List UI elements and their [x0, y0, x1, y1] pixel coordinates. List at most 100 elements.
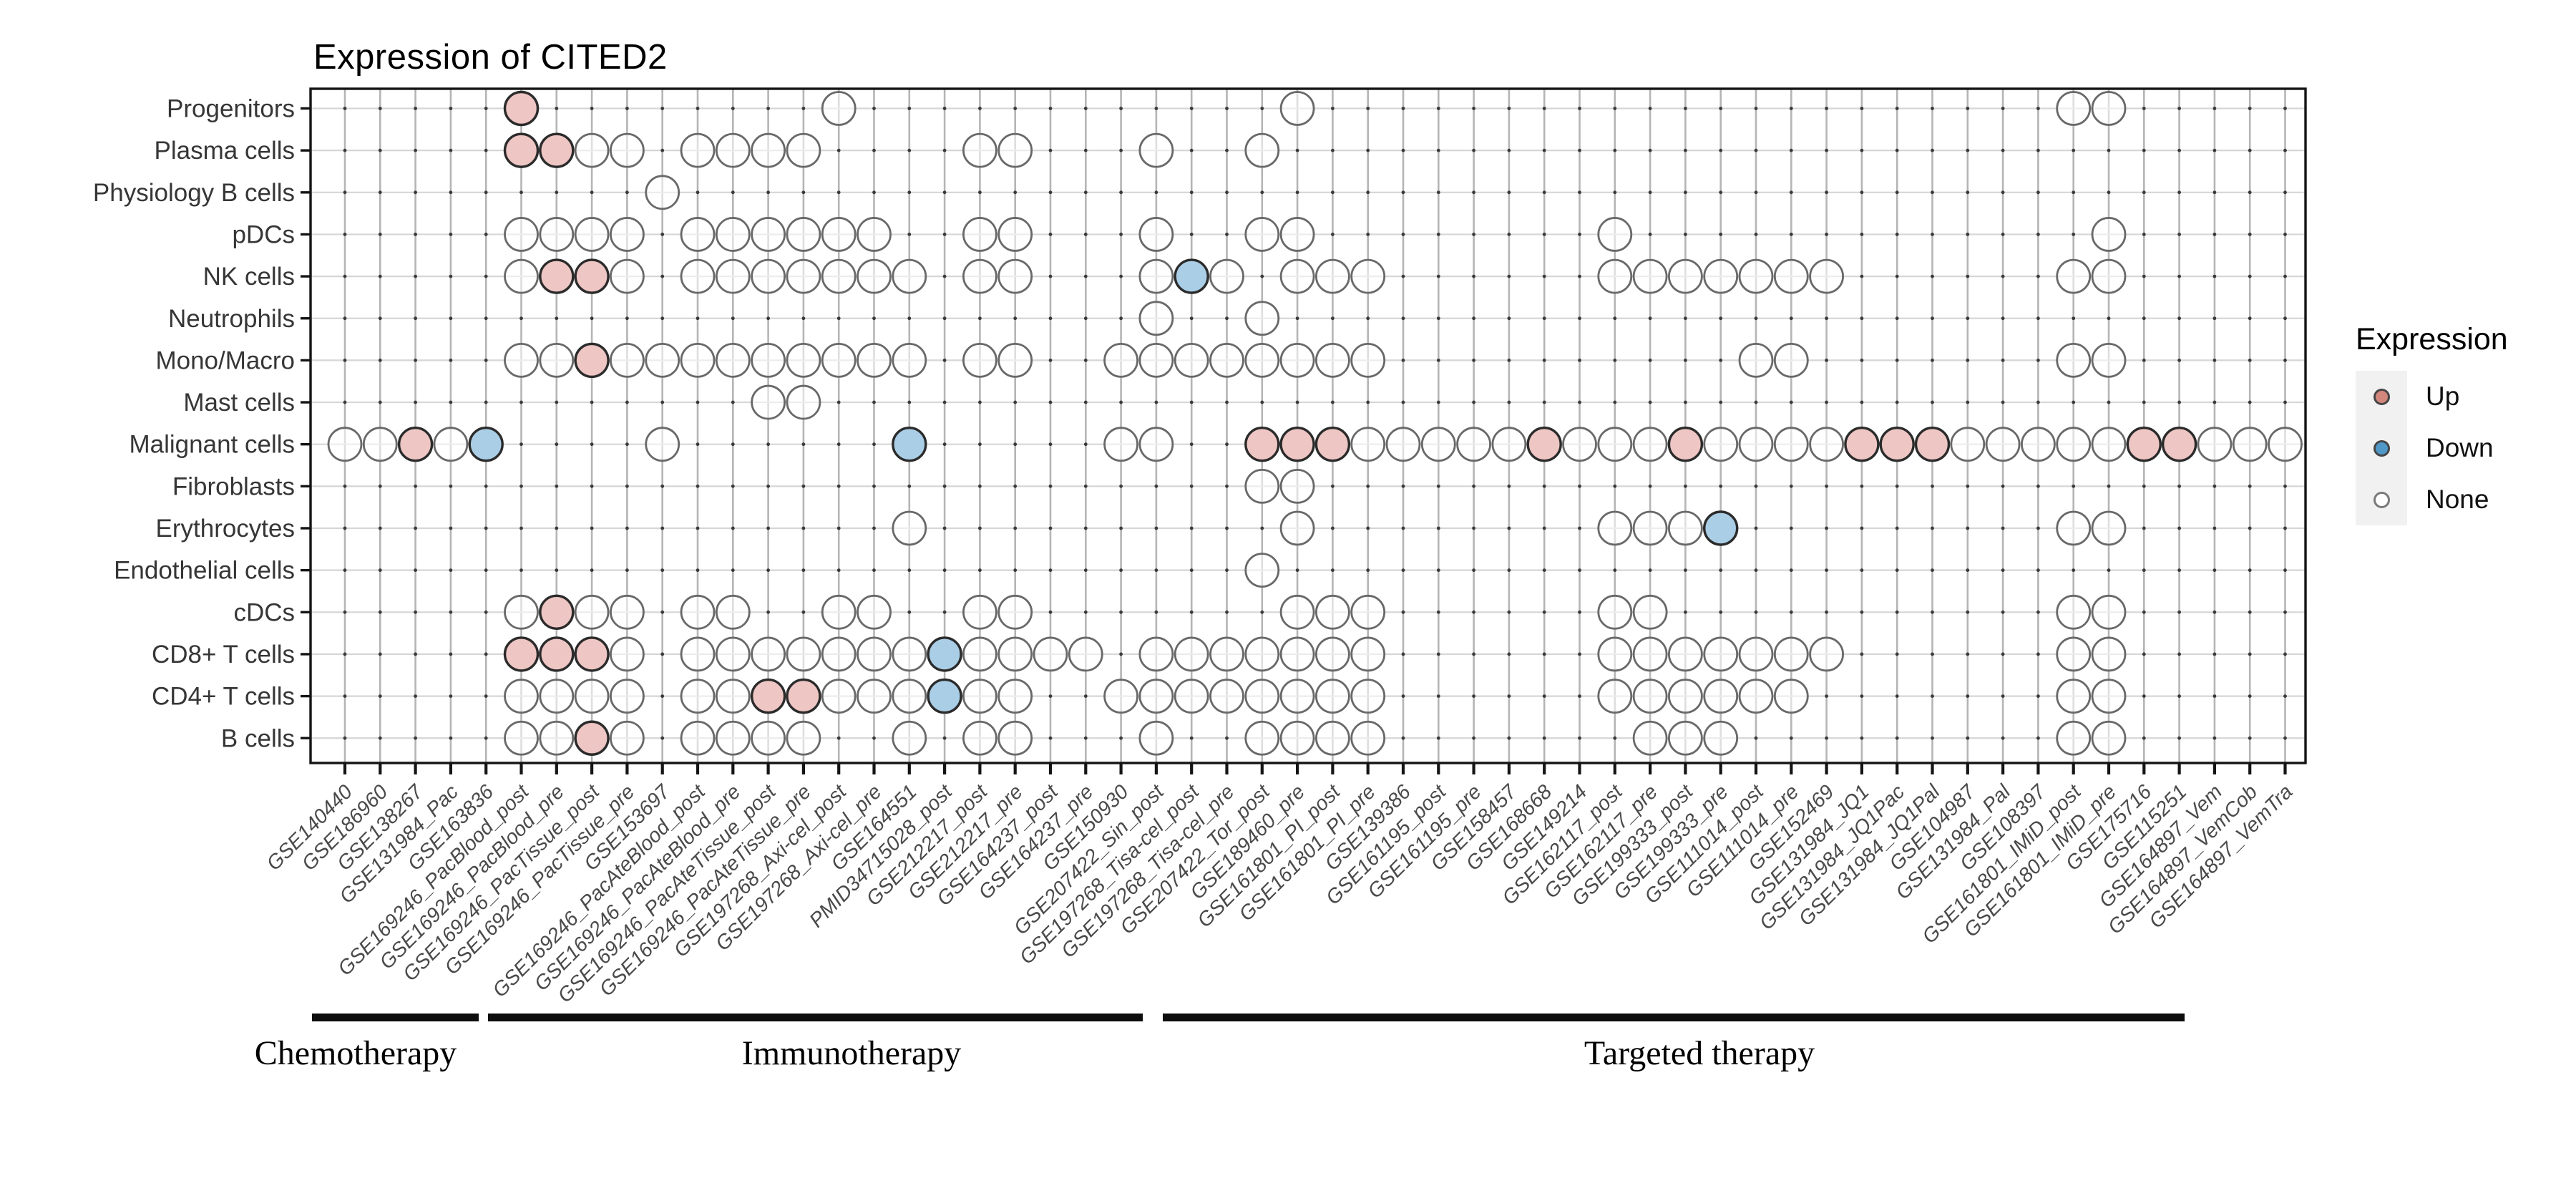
grid-point — [1719, 107, 1723, 110]
grid-point — [414, 233, 417, 236]
grid-point — [1684, 190, 1687, 195]
grid-point — [1260, 526, 1264, 530]
grid-point — [1154, 400, 1158, 404]
grid-point — [414, 610, 417, 614]
grid-point — [1719, 190, 1723, 195]
grid-point — [590, 568, 594, 573]
expression-dot-none — [1244, 468, 1280, 504]
expression-dot-up — [539, 258, 575, 294]
panel-border — [309, 87, 2307, 764]
y-axis-label: Endothelial cells — [114, 557, 295, 585]
expression-dot-none — [362, 427, 398, 462]
grid-point — [1719, 233, 1723, 236]
grid-point — [625, 190, 629, 195]
grid-point — [1225, 610, 1229, 614]
grid-point — [1578, 526, 1581, 530]
grid-point — [1472, 526, 1476, 530]
grid-point — [872, 316, 876, 321]
expression-dot-none — [2091, 342, 2127, 378]
grid-point — [1542, 484, 1546, 488]
expression-dot-up — [539, 594, 575, 630]
grid-point — [343, 233, 347, 236]
grid-point — [1648, 148, 1652, 152]
grid-point — [1472, 190, 1476, 195]
grid-point — [872, 190, 876, 195]
expression-dot-none — [1667, 720, 1703, 756]
grid-point — [1048, 526, 1053, 530]
grid-point — [1048, 484, 1053, 488]
grid-point — [2283, 316, 2287, 321]
grid-point — [414, 694, 417, 698]
grid-point — [1613, 316, 1617, 321]
grid-point — [2212, 316, 2217, 321]
grid-point — [414, 359, 417, 362]
grid-point — [2142, 736, 2146, 740]
grid-point — [1331, 190, 1335, 195]
grid-point — [1189, 148, 1194, 152]
expression-dot-none — [1703, 636, 1739, 672]
grid-point — [625, 107, 629, 110]
grid-point — [1083, 107, 1088, 110]
legend-label-down: Down — [2426, 433, 2494, 462]
grid-point — [2212, 652, 2217, 656]
grid-point — [1578, 107, 1581, 110]
grid-point — [2036, 610, 2040, 614]
expression-dot-none — [1350, 636, 1386, 672]
expression-dot-none — [1809, 427, 1845, 462]
grid-point — [1754, 568, 1758, 573]
expression-dot-none — [751, 636, 786, 672]
expression-dot-none — [892, 258, 927, 294]
grid-point — [2248, 274, 2252, 278]
expression-dot-none — [715, 636, 751, 672]
grid-point — [766, 190, 770, 195]
group-label-immunotherapy: Immunotherapy — [741, 1034, 962, 1072]
expression-dot-none — [821, 342, 857, 378]
grid-point — [378, 736, 382, 740]
grid-point — [1931, 190, 1934, 195]
grid-point — [1472, 736, 1476, 740]
grid-point — [625, 526, 629, 530]
grid-point — [2142, 610, 2146, 614]
grid-point — [1613, 484, 1617, 488]
expression-dot-none — [2091, 427, 2127, 462]
grid-point — [1083, 442, 1088, 447]
grid-point — [1189, 107, 1194, 110]
grid-point — [1825, 694, 1829, 698]
grid-point — [1825, 233, 1829, 236]
grid-point — [2177, 316, 2182, 321]
grid-point — [414, 148, 417, 152]
grid-point — [1436, 274, 1440, 278]
grid-point — [942, 316, 947, 321]
expression-dot-none — [1667, 258, 1703, 294]
grid-point — [555, 568, 559, 573]
grid-point — [449, 148, 453, 152]
expression-dot-none — [1597, 258, 1633, 294]
grid-point — [2072, 316, 2076, 321]
expression-dot-none — [786, 132, 821, 168]
grid-point — [555, 400, 559, 404]
expression-dot-up — [750, 678, 786, 714]
expression-dot-none — [1703, 679, 1739, 714]
grid-point — [872, 107, 876, 110]
expression-dot-none — [821, 217, 857, 252]
grid-point — [978, 107, 982, 110]
grid-point — [1895, 568, 1899, 573]
grid-point — [1507, 526, 1511, 530]
grid-point — [1507, 190, 1511, 195]
expression-dot-up — [574, 342, 610, 379]
grid-point — [766, 316, 770, 321]
expression-dot-none — [1244, 553, 1280, 588]
grid-point — [801, 107, 806, 110]
expression-dot-none — [1209, 636, 1244, 672]
grid-point — [1048, 568, 1053, 573]
expression-dot-none — [1279, 91, 1315, 126]
expression-dot-none — [1244, 342, 1280, 378]
grid-point — [2283, 694, 2287, 698]
grid-point — [2001, 274, 2005, 278]
grid-point — [2177, 107, 2182, 110]
grid-point — [696, 484, 700, 488]
grid-point — [1789, 190, 1793, 195]
expression-dot-none — [1244, 720, 1280, 756]
grid-point — [1048, 400, 1053, 404]
